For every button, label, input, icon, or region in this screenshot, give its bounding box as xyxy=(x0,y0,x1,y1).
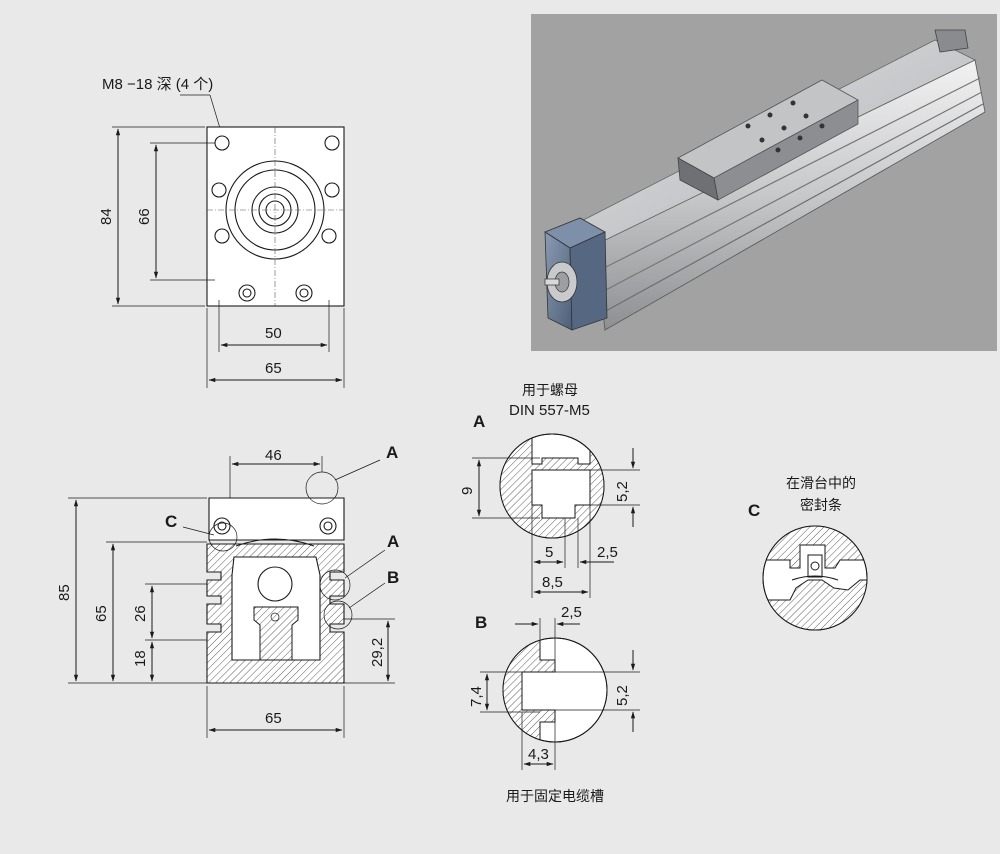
guide-rail xyxy=(253,606,299,661)
detail-A-dim-5: 5 xyxy=(545,544,553,561)
detail-B: B 2,5 7,4 5,2 4,3 用于固定电缆槽 xyxy=(468,604,640,805)
detail-B-dim-5-2: 5,2 xyxy=(614,685,631,706)
label-A-side: A xyxy=(387,532,399,551)
detail-C-label: C xyxy=(748,501,760,520)
dim-65-vert: 65 xyxy=(93,605,110,622)
detail-A-side-circle xyxy=(319,569,351,601)
dim-50: 50 xyxy=(265,325,282,342)
product-photo xyxy=(531,14,997,351)
dim-65-horiz: 65 xyxy=(265,710,282,727)
drive-shaft xyxy=(544,278,560,286)
end-block-side xyxy=(569,231,608,331)
detail-A-dim-8-5: 8,5 xyxy=(542,574,563,591)
dim-66: 66 xyxy=(136,208,153,225)
dim-85: 85 xyxy=(56,584,73,601)
dim-29-2: 29,2 xyxy=(369,638,386,667)
detail-A-dim-5-2: 5,2 xyxy=(614,481,631,502)
label-A-top: A xyxy=(386,443,398,462)
carriage-front xyxy=(677,157,719,201)
detail-A-dim-2-5: 2,5 xyxy=(597,544,618,561)
end-cap-far xyxy=(934,29,969,53)
detail-B-dim-2-5: 2,5 xyxy=(561,604,582,621)
detail-A: 用于螺母 DIN 557-M5 A 9 5,2 5 2,5 8,5 xyxy=(459,383,640,598)
section-view: A C A B 46 85 65 26 18 29,2 xyxy=(56,443,399,738)
dim-26: 26 xyxy=(132,605,149,622)
detail-B-label: B xyxy=(475,613,487,632)
detail-B-dim-4-3: 4,3 xyxy=(528,746,549,763)
label-B: B xyxy=(387,568,399,587)
dim-84: 84 xyxy=(98,208,115,225)
mounting-holes xyxy=(211,135,340,302)
dim-65-top: 65 xyxy=(265,360,282,377)
detail-C-title-1: 在滑台中的 xyxy=(786,475,856,492)
detail-A-label: A xyxy=(473,412,485,431)
detail-B-circle xyxy=(323,600,353,630)
detail-A-dim-9: 9 xyxy=(459,487,476,495)
detail-A-title-2: DIN 557-M5 xyxy=(509,402,590,419)
end-view: M8 −18 深 (4 个) 84 66 50 xyxy=(98,76,345,388)
detail-A-title-1: 用于螺母 xyxy=(522,383,578,399)
detail-C: 在滑台中的 密封条 C xyxy=(748,475,868,631)
dim-18: 18 xyxy=(132,650,149,667)
thread-note: M8 −18 深 (4 个) xyxy=(102,76,213,93)
label-C: C xyxy=(165,512,177,531)
detail-C-title-2: 密封条 xyxy=(800,497,842,514)
detail-B-caption: 用于固定电缆槽 xyxy=(506,789,604,805)
detail-C-circle xyxy=(208,522,238,552)
detail-B-dim-7-4: 7,4 xyxy=(468,686,485,707)
dim-46: 46 xyxy=(265,447,282,464)
